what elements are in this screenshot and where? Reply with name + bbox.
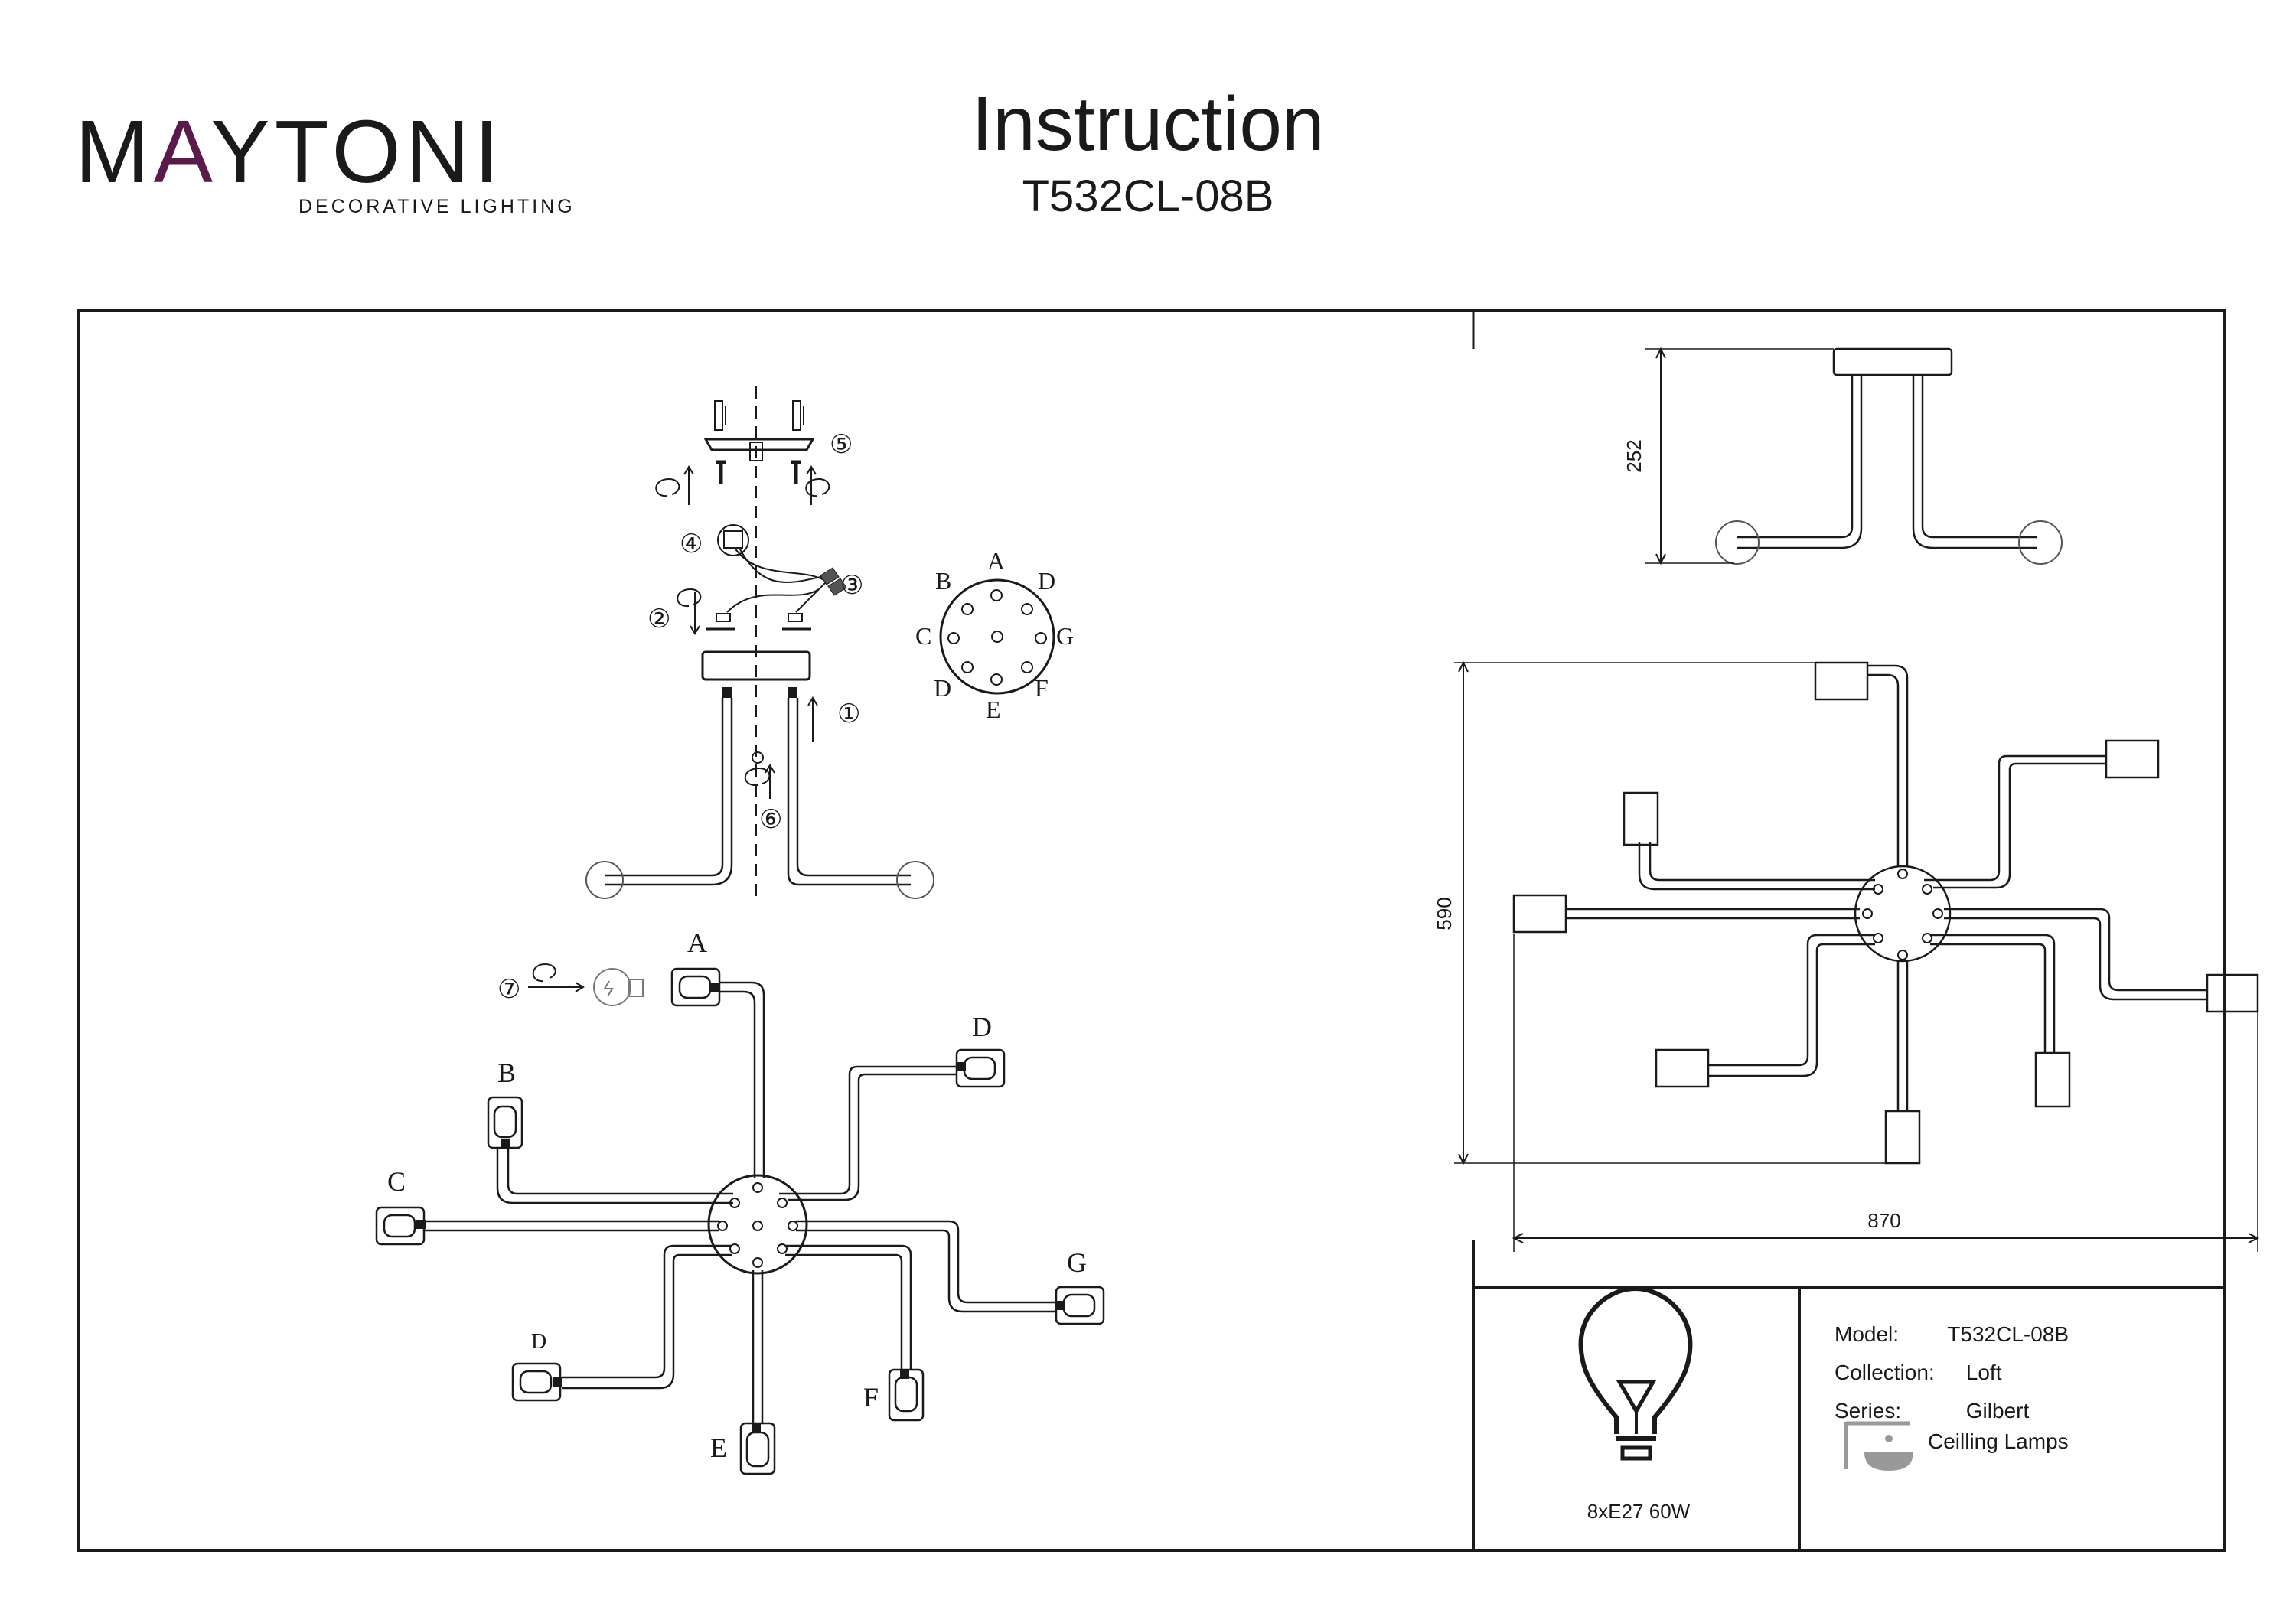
spec-model-row: Model: T532CL-08B — [1835, 1322, 2069, 1347]
socket-label-e: E — [710, 1432, 727, 1463]
socket-labels: A D B C G F D E — [387, 927, 1087, 1463]
spec-collection-label: Collection: — [1835, 1361, 1935, 1384]
rotate-arrow-icon — [677, 588, 702, 635]
step-7-label: ⑦ — [497, 974, 520, 1005]
hole-label-c: C — [915, 622, 931, 650]
socket-label-b: B — [497, 1058, 516, 1088]
spec-series-value: Gilbert — [1965, 1399, 2030, 1423]
socket-label-d: D — [972, 1012, 992, 1042]
rotate-arrow-icon — [655, 465, 694, 505]
drawing-frame — [77, 309, 2226, 1552]
dimension-width: 870 — [1867, 1209, 1900, 1232]
hole-label-f: F — [1035, 674, 1049, 702]
socket-hole-layout — [939, 578, 1055, 695]
wire-connector — [820, 567, 847, 596]
dimension-depth: 590 — [1433, 897, 1456, 930]
dimension-height: 252 — [1623, 439, 1645, 472]
wall-plug — [714, 400, 726, 431]
logo-letter-a: A — [153, 102, 211, 201]
spec-model-value: T532CL-08B — [1947, 1322, 2069, 1346]
hole-label-b: B — [935, 567, 951, 595]
mounting-bracket — [703, 438, 815, 451]
lamp-arm — [605, 698, 733, 886]
side-elevation-view — [1645, 347, 2063, 565]
socket-wiring-diagram — [375, 963, 1105, 1475]
page-title: Instruction — [971, 81, 1325, 167]
spec-model-label: Model: — [1835, 1322, 1900, 1346]
screw-icon — [716, 460, 726, 484]
brand-wordmark: MAYTONI — [75, 107, 504, 196]
spec-collection-value: Loft — [1965, 1361, 2002, 1384]
canopy — [701, 650, 811, 681]
socket-label-a: A — [687, 927, 707, 958]
spec-series-label: Series: — [1835, 1399, 1902, 1423]
socket-label-c: C — [387, 1166, 406, 1197]
wall-plug — [792, 400, 804, 431]
hole-label-g: G — [1056, 622, 1074, 650]
step-6-label: ⑥ — [759, 804, 782, 835]
logo-letter-m: M — [75, 102, 154, 201]
logo-letters-rest: YTONI — [210, 102, 504, 201]
plan-view — [1454, 660, 2260, 1252]
socket-label-f: F — [863, 1382, 879, 1413]
exploded-assembly-diagram — [585, 386, 934, 901]
step-3-label: ③ — [840, 570, 863, 601]
lightbulb-icon — [1578, 1286, 1693, 1461]
hole-label-d: D — [1038, 567, 1055, 595]
rotate-arrow-icon — [805, 465, 830, 505]
hole-layout-labels: A B D C G D F E — [915, 547, 1074, 723]
step-5-label: ⑤ — [830, 429, 853, 460]
step-1-label: ① — [837, 699, 860, 729]
spec-series-row: Series: Gilbert — [1835, 1399, 2029, 1423]
socket-label-g: G — [1067, 1247, 1087, 1278]
spec-category: Ceilling Lamps — [1928, 1429, 2069, 1453]
spec-collection-row: Collection: Loft — [1835, 1361, 2001, 1385]
step-4-label: ④ — [680, 529, 703, 559]
step-2-label: ② — [647, 604, 670, 634]
assembly-step-labels: ① ② ③ ④ ⑤ ⑥ ⑦ — [497, 429, 863, 1005]
rotate-arrow-icon — [744, 751, 775, 799]
spec-table: Model: T532CL-08B Collection: Loft Serie… — [1475, 1289, 2225, 1549]
socket-label-d2: D — [531, 1330, 546, 1354]
brand-tagline: DECORATIVE LIGHTING — [298, 196, 576, 217]
bulb-icon — [528, 963, 644, 1006]
spec-bulb: 8xE27 60W — [1587, 1500, 1691, 1523]
brand-logo: MAYTONI DECORATIVE LIGHTING — [75, 107, 572, 222]
terminal-block — [717, 524, 749, 556]
wires — [726, 547, 835, 613]
screw-icon — [791, 460, 801, 484]
hole-label-a: A — [987, 547, 1005, 575]
model-subtitle: T532CL-08B — [1022, 171, 1274, 221]
ceiling-lamp-icon — [1844, 1421, 1913, 1471]
lamp-shade-end — [585, 861, 934, 899]
hole-label-e: E — [986, 696, 1001, 723]
hole-label-d2: D — [934, 674, 951, 702]
